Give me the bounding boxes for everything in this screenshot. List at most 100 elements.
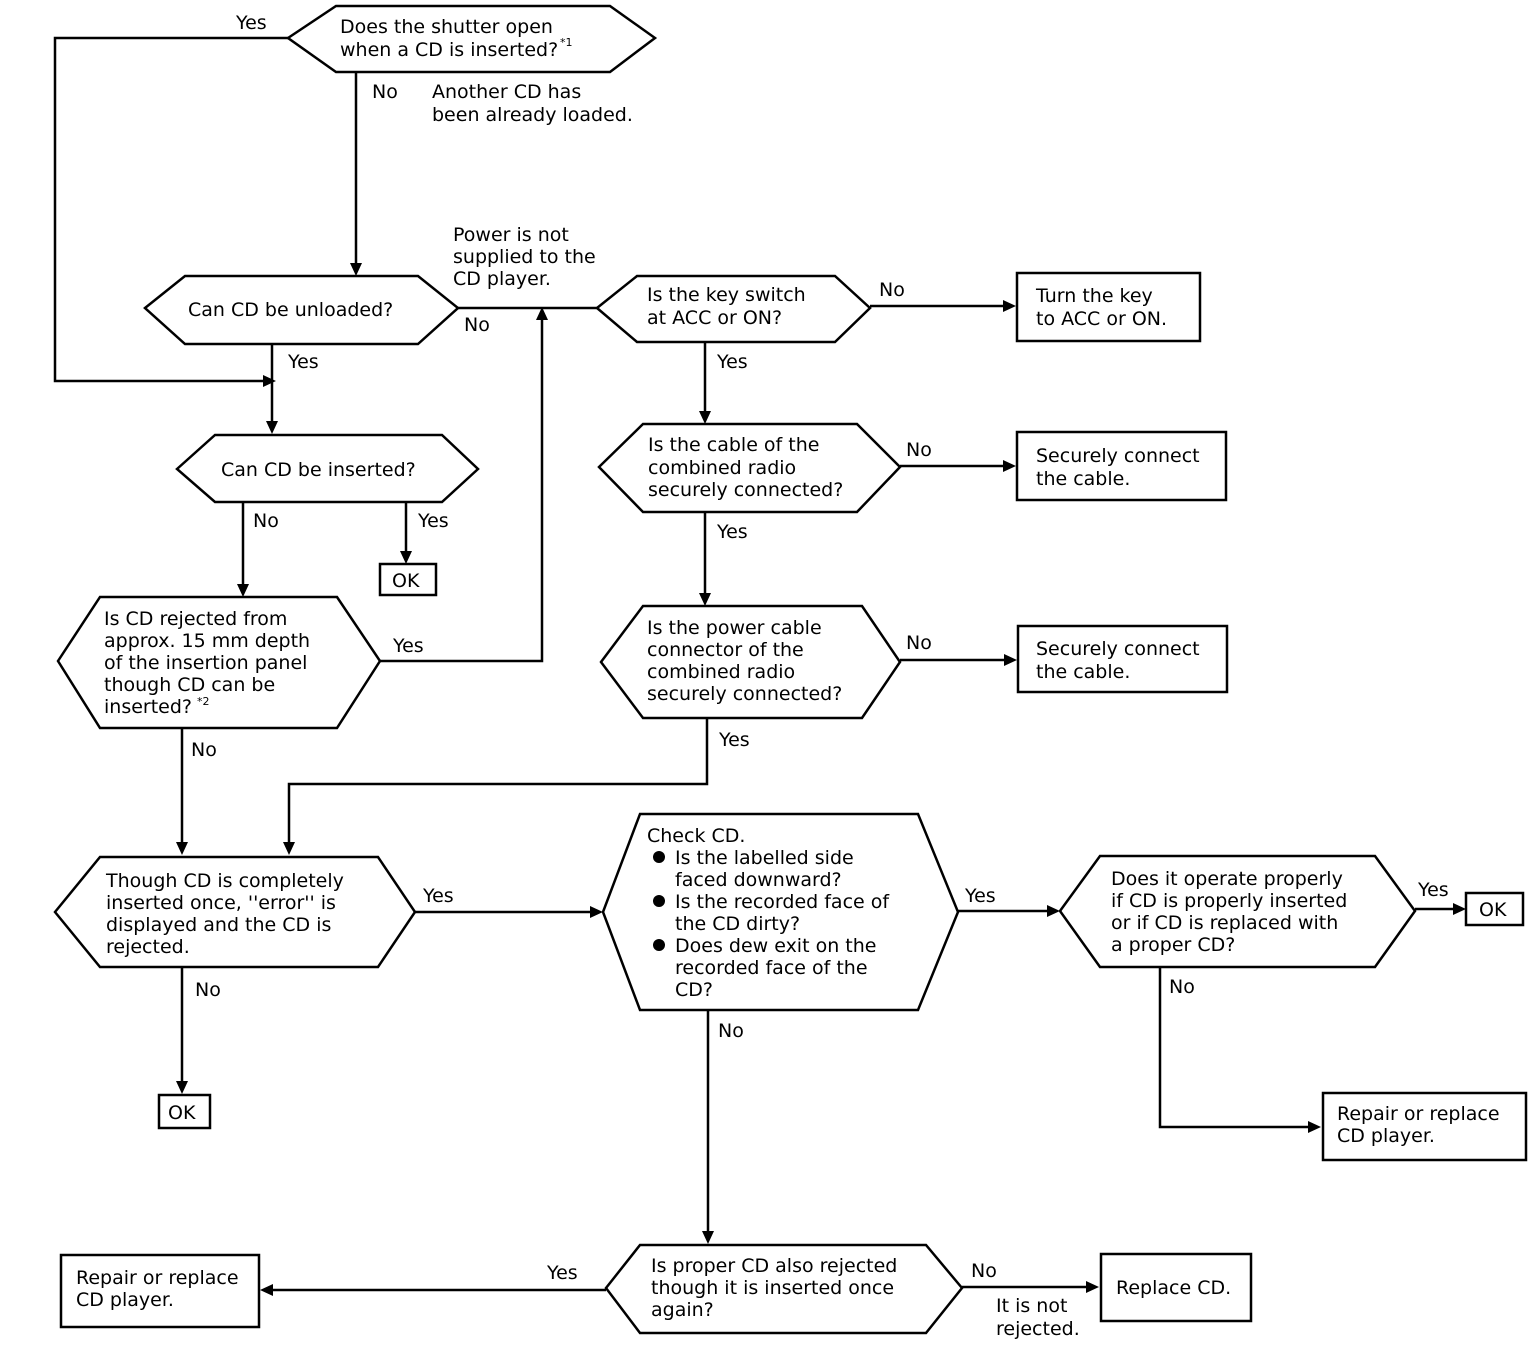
box — [1099, 1252, 1253, 1323]
not-rejected-line-1: It is not — [996, 1295, 1067, 1317]
repair1-line-1: Repair or replace — [76, 1267, 239, 1289]
label-yes: Yes — [964, 885, 996, 907]
hexagon — [599, 604, 902, 720]
arrowhead — [699, 593, 711, 606]
label-no: No — [195, 979, 221, 1001]
arrowhead — [176, 1081, 188, 1094]
label-no: No — [906, 632, 932, 654]
decision-shutter: Does the shutter open when a CD is inser… — [285, 4, 658, 74]
proper-line-1: Is proper CD also rejected — [651, 1255, 897, 1277]
connect1-line-2: the cable. — [1036, 468, 1130, 490]
decision-keyswitch: Is the key switch at ACC or ON? — [595, 274, 872, 344]
keyswitch-line-2: at ACC or ON? — [647, 307, 782, 329]
connector-operate-no — [1158, 968, 1309, 1129]
power-line-2: supplied to the — [453, 246, 596, 268]
arrowhead — [350, 263, 362, 276]
action-connect1: Securely connect the cable. — [1015, 430, 1228, 502]
checkcd-b2-line-2: the CD dirty? — [675, 913, 800, 935]
hexagon — [601, 812, 960, 1012]
label-no: No — [1169, 976, 1195, 998]
arrowhead — [590, 906, 603, 918]
another-cd-line-2: been already loaded. — [432, 104, 633, 126]
arrowhead — [702, 1231, 714, 1244]
turnkey-line-2: to ACC or ON. — [1036, 308, 1167, 330]
label-yes: Yes — [546, 1262, 578, 1284]
arrowhead — [1086, 1281, 1099, 1293]
connectors — [53, 36, 1466, 1296]
label-no: No — [372, 81, 398, 103]
note-not-rejected: It is not rejected. — [996, 1295, 1080, 1340]
turnkey-line-1: Turn the key — [1035, 285, 1153, 307]
arrowhead — [283, 842, 295, 855]
arrowhead — [1004, 654, 1017, 666]
operate-line-1: Does it operate properly — [1111, 868, 1343, 890]
label-yes: Yes — [417, 510, 449, 532]
powercable-line-1: Is the power cable — [647, 617, 822, 639]
label-no: No — [971, 1260, 997, 1282]
ok-text: OK — [1479, 899, 1507, 921]
box — [1015, 271, 1202, 343]
footnote-marker-1: *1 — [560, 36, 573, 49]
arrowhead — [266, 421, 278, 434]
shutter-line-1: Does the shutter open — [340, 16, 553, 38]
note-power-not-supplied: Power is not supplied to the CD player. — [453, 224, 596, 290]
hexagon — [53, 855, 417, 969]
hexagon — [597, 422, 902, 514]
power-line-1: Power is not — [453, 224, 569, 246]
proper-line-2: though it is inserted once — [651, 1277, 894, 1299]
label-yes: Yes — [422, 885, 454, 907]
rejected15-line-1: Is CD rejected from — [104, 608, 287, 630]
note-another-cd: Another CD has been already loaded. — [432, 81, 633, 126]
label-no: No — [464, 314, 490, 336]
decision-checkcd: Check CD. Is the labelled side faced dow… — [601, 812, 960, 1012]
connector-rejected15-yes — [380, 320, 544, 663]
bullet-icon — [653, 851, 665, 863]
decision-unload: Can CD be unloaded? — [143, 274, 460, 346]
repair1-line-2: CD player. — [76, 1289, 174, 1311]
hexagon — [604, 1243, 964, 1335]
hexagon — [595, 274, 872, 344]
decision-proper: Is proper CD also rejected though it is … — [604, 1243, 964, 1335]
checkcd-b1-line-2: faced downward? — [675, 869, 842, 891]
ok-box-operate: OK — [1464, 891, 1525, 927]
power-line-3: CD player. — [453, 268, 551, 290]
checkcd-heading: Check CD. — [647, 825, 745, 847]
operate-line-2: if CD is properly inserted — [1111, 890, 1347, 912]
connect2-line-2: the cable. — [1036, 661, 1130, 683]
decision-insert: Can CD be inserted? — [175, 433, 480, 504]
arrowhead — [1047, 905, 1060, 917]
operate-line-3: or if CD is replaced with — [1111, 912, 1338, 934]
arrowhead — [260, 1284, 273, 1296]
rejected15-line-5: inserted? — [104, 696, 192, 718]
arrowhead — [237, 584, 249, 597]
box — [59, 1253, 261, 1329]
action-replacecd: Replace CD. — [1099, 1252, 1253, 1323]
decision-cable: Is the cable of the combined radio secur… — [597, 422, 902, 514]
connector-shutter-yes — [53, 36, 288, 383]
unload-text: Can CD be unloaded? — [188, 299, 393, 321]
arrowhead — [1003, 460, 1016, 472]
decision-rejected15: Is CD rejected from approx. 15 mm depth … — [56, 595, 382, 730]
replacecd-text: Replace CD. — [1116, 1277, 1231, 1299]
ok-text: OK — [392, 570, 420, 592]
error-line-3: displayed and the CD is — [106, 914, 331, 936]
label-no: No — [906, 439, 932, 461]
decision-powercable: Is the power cable connector of the comb… — [599, 604, 902, 720]
label-yes: Yes — [1417, 879, 1449, 901]
powercable-line-2: connector of the — [647, 639, 804, 661]
label-no: No — [191, 739, 217, 761]
cable-line-1: Is the cable of the — [648, 434, 819, 456]
hexagon — [56, 595, 382, 730]
cable-line-3: securely connected? — [648, 479, 843, 501]
hexagon — [143, 274, 460, 346]
label-yes: Yes — [287, 351, 319, 373]
action-connect2: Securely connect the cable. — [1016, 624, 1229, 694]
box — [1321, 1091, 1528, 1162]
another-cd-line-1: Another CD has — [432, 81, 581, 103]
decision-error: Though CD is completely inserted once, '… — [53, 855, 417, 969]
box — [1464, 891, 1525, 927]
label-yes: Yes — [716, 351, 748, 373]
powercable-line-3: combined radio — [647, 661, 795, 683]
checkcd-b2-line-1: Is the recorded face of — [675, 891, 890, 913]
